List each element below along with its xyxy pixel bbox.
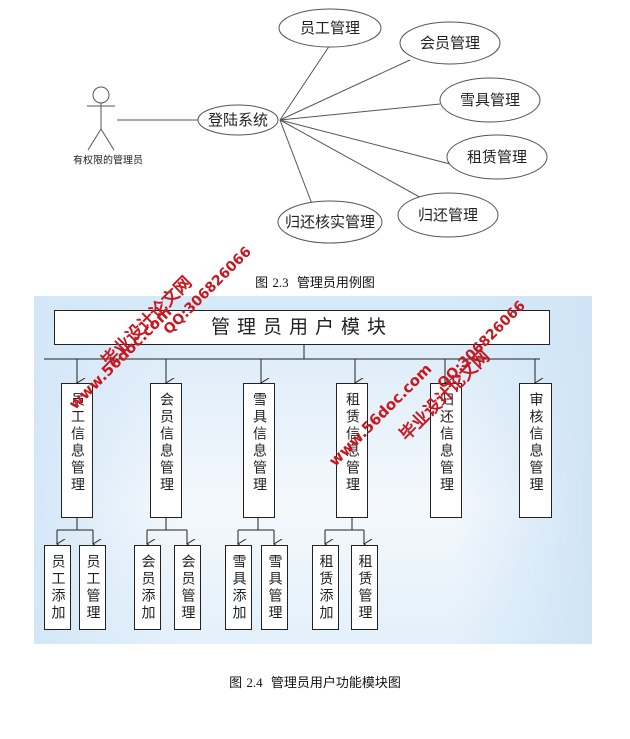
module-label: 雪具信息管理 bbox=[251, 392, 267, 494]
use-case-login bbox=[197, 104, 279, 136]
use-case-login-label: 登陆系统 bbox=[208, 111, 268, 129]
root-module-label: 管理员用户模块 bbox=[210, 316, 393, 338]
leaf-label: 租赁添加 bbox=[317, 554, 334, 622]
leaf-box-member-add: 会员添加 bbox=[134, 545, 161, 630]
module-label: 审核信息管理 bbox=[527, 392, 544, 494]
module-box-member: 会员信息管理 bbox=[150, 383, 182, 518]
use-case-label: 归还管理 bbox=[418, 206, 478, 224]
leaf-label: 租赁管理 bbox=[356, 554, 373, 622]
root-module-box: 管理员用户模块 bbox=[54, 310, 550, 345]
use-case-label: 会员管理 bbox=[420, 34, 480, 52]
use-case-label: 雪具管理 bbox=[460, 91, 520, 109]
module-label: 员工信息管理 bbox=[69, 392, 85, 494]
use-case-diagram: 登陆系统 员工管理 会员管理 雪具管理 租赁管理 归还管理 归还核实管理 有权限… bbox=[73, 8, 548, 244]
leaf-label: 员工管理 bbox=[84, 554, 101, 622]
use-case-0 bbox=[278, 8, 382, 48]
use-case-2 bbox=[439, 77, 541, 123]
leaf-box-rental-add: 租赁添加 bbox=[312, 545, 339, 630]
leaf-box-member-manage: 会员管理 bbox=[174, 545, 201, 630]
leaf-box-equipment-add: 雪具添加 bbox=[225, 545, 252, 630]
association-line bbox=[279, 119, 451, 165]
use-case-4 bbox=[397, 192, 499, 238]
leaf-box-equipment-manage: 雪具管理 bbox=[261, 545, 288, 630]
association-line bbox=[279, 119, 313, 205]
module-diagram: 管理员用户模块 员工信息管理 会员信息管理 雪具信息管理 租赁信息管理 归还信息… bbox=[34, 296, 592, 644]
use-case-1 bbox=[399, 21, 501, 65]
use-case-label: 归还核实管理 bbox=[285, 213, 375, 231]
caption-prefix: 图 bbox=[229, 676, 243, 691]
caption-number: 2.4 bbox=[246, 675, 263, 690]
leaf-label: 会员添加 bbox=[139, 554, 156, 622]
module-box-equipment: 雪具信息管理 bbox=[243, 383, 275, 518]
use-case-5 bbox=[277, 200, 383, 244]
caption-number: 2.3 bbox=[272, 275, 289, 290]
caption-prefix: 图 bbox=[255, 276, 269, 291]
module-label: 租赁信息管理 bbox=[344, 392, 360, 494]
actor-icon bbox=[87, 86, 115, 151]
leaf-box-rental-manage: 租赁管理 bbox=[351, 545, 378, 630]
actor-label: 有权限的管理员 bbox=[73, 154, 143, 167]
leaf-box-employee-manage: 员工管理 bbox=[79, 545, 106, 630]
leaf-label: 会员管理 bbox=[179, 554, 196, 622]
leaf-label: 员工添加 bbox=[49, 554, 66, 622]
module-box-audit: 审核信息管理 bbox=[519, 383, 552, 518]
association-line bbox=[279, 59, 411, 121]
leaf-box-employee-add: 员工添加 bbox=[44, 545, 71, 630]
module-box-rental: 租赁信息管理 bbox=[336, 383, 368, 518]
module-box-employee: 员工信息管理 bbox=[61, 383, 93, 518]
association-line bbox=[279, 103, 441, 121]
module-box-return: 归还信息管理 bbox=[430, 383, 462, 518]
use-case-3 bbox=[446, 134, 548, 180]
module-label: 归还信息管理 bbox=[438, 392, 454, 494]
association-line bbox=[279, 44, 331, 121]
connector-lines bbox=[44, 344, 592, 644]
figure-caption-2-3: 图 2.3 管理员用例图 bbox=[0, 272, 630, 291]
figure-caption-2-4: 图 2.4 管理员用户功能模块图 bbox=[0, 672, 630, 691]
caption-text: 管理员用例图 bbox=[296, 276, 375, 291]
caption-text: 管理员用户功能模块图 bbox=[270, 676, 401, 691]
use-case-label: 租赁管理 bbox=[467, 148, 527, 166]
association-line bbox=[279, 119, 426, 201]
leaf-label: 雪具管理 bbox=[266, 554, 283, 622]
use-case-label: 员工管理 bbox=[300, 19, 360, 37]
module-label: 会员信息管理 bbox=[158, 392, 174, 494]
leaf-label: 雪具添加 bbox=[230, 554, 247, 622]
